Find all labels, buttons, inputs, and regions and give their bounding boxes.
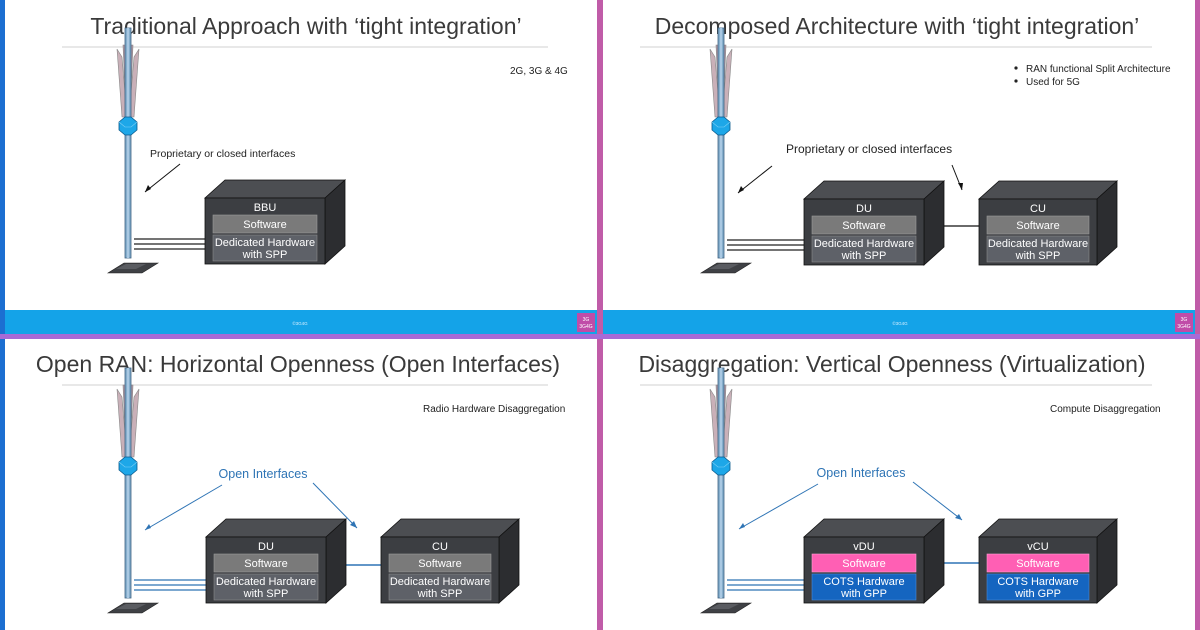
footer-bar-left: ©3G4G 3G 3G4G: [5, 310, 597, 334]
footer-bar-right: ©3G4G 3G 3G4G: [603, 310, 1195, 334]
cu-box: CU Software Dedicated Hardware with SPP: [379, 518, 521, 604]
panel-traditional: Traditional Approach with ‘tight integra…: [62, 13, 568, 274]
software-layer: [986, 553, 1090, 573]
interface-annotation: Proprietary or closed interfaces: [786, 142, 952, 156]
annotation-arrow: [738, 483, 819, 530]
box-label: CU: [432, 541, 448, 553]
software-layer: [811, 215, 917, 235]
copyright-text: ©3G4G: [892, 320, 908, 326]
annotation-arrow: [144, 484, 223, 531]
software-label: Software: [1016, 558, 1059, 570]
hardware-label-line1: COTS Hardware: [997, 576, 1078, 588]
disaggregation-note: Compute Disaggregation: [1050, 404, 1161, 415]
panel-open-ran: Open RAN: Horizontal Openness (Open Inte…: [36, 351, 565, 614]
left-accent-bar: [0, 0, 5, 630]
software-layer: [811, 553, 917, 573]
hardware-label-line1: Dedicated Hardware: [814, 238, 914, 250]
hardware-label-line1: Dedicated Hardware: [215, 237, 315, 249]
box-label: CU: [1030, 203, 1046, 215]
logo-line-2: 3G4G: [579, 324, 592, 330]
hardware-layer: [811, 235, 917, 263]
software-layer: [986, 215, 1090, 235]
logo-line-1: 3G: [1181, 317, 1188, 323]
bullet-dot: [1014, 79, 1018, 83]
hardware-label-line1: COTS Hardware: [823, 576, 904, 588]
hardware-layer: [212, 234, 318, 262]
software-label: Software: [842, 558, 885, 570]
hardware-label-line2: with SPP: [243, 588, 289, 600]
box-label: DU: [856, 203, 872, 215]
hardware-label-line2: with SPP: [841, 250, 887, 262]
copyright-text: ©3G4G: [292, 320, 308, 326]
box-label: BBU: [254, 202, 277, 214]
hardware-label-line2: with SPP: [242, 249, 288, 261]
box-label: DU: [258, 541, 274, 553]
bullet-text: Used for 5G: [1026, 77, 1080, 88]
panel-title: Open RAN: Horizontal Openness (Open Inte…: [36, 351, 560, 377]
software-label: Software: [1016, 220, 1059, 232]
annotation-arrow: [912, 481, 963, 521]
annotation-arrow: [144, 163, 181, 193]
vcu-box: vCU Software COTS Hardware with GPP: [977, 518, 1119, 604]
du-box: DU Software Dedicated Hardware with SPP: [802, 180, 946, 266]
vertical-divider: [597, 0, 603, 630]
bullet-dot: [1014, 66, 1018, 70]
fronthaul-cables: [134, 238, 207, 250]
software-label: Software: [243, 219, 286, 231]
panel-title: Decomposed Architecture with ‘tight inte…: [655, 13, 1140, 39]
annotation-arrow: [737, 165, 773, 194]
hardware-label-line2: with GPP: [840, 588, 887, 600]
box-label: vCU: [1027, 541, 1048, 553]
horizontal-divider: [0, 334, 1200, 339]
fronthaul-cables: [727, 239, 806, 251]
annotation-arrow: [312, 482, 358, 529]
fronthaul-cables: [727, 579, 806, 591]
hardware-layer: [213, 573, 319, 601]
panel-disaggregation: Disaggregation: Vertical Openness (Virtu…: [638, 351, 1161, 614]
box-label: vDU: [853, 541, 874, 553]
logo-line-2: 3G4G: [1177, 324, 1190, 330]
3g4g-logo: [577, 313, 595, 332]
right-accent-bar: [1195, 0, 1200, 630]
interface-annotation: Proprietary or closed interfaces: [150, 148, 295, 160]
software-layer: [388, 553, 492, 573]
fronthaul-cables: [134, 579, 208, 591]
vdu-box: vDU Software COTS Hardware with GPP: [802, 518, 946, 604]
bullet-text: RAN functional Split Architecture: [1026, 64, 1171, 75]
panel-title: Traditional Approach with ‘tight integra…: [90, 13, 521, 39]
3g4g-logo: [1175, 313, 1193, 332]
open-interfaces-annotation: Open Interfaces: [817, 466, 906, 480]
cu-box: CU Software Dedicated Hardware with SPP: [977, 180, 1119, 266]
logo-line-1: 3G: [583, 317, 590, 323]
software-layer: [212, 214, 318, 234]
hardware-label-line1: Dedicated Hardware: [216, 576, 316, 588]
hardware-label-line1: Dedicated Hardware: [988, 238, 1088, 250]
disaggregation-note: Radio Hardware Disaggregation: [423, 404, 565, 415]
generation-note: 2G, 3G & 4G: [510, 66, 568, 77]
software-label: Software: [244, 558, 287, 570]
software-label: Software: [418, 558, 461, 570]
hardware-layer: [811, 573, 917, 601]
hardware-label-line2: with SPP: [417, 588, 463, 600]
panel-decomposed: Decomposed Architecture with ‘tight inte…: [640, 13, 1171, 274]
software-layer: [213, 553, 319, 573]
hardware-layer: [986, 573, 1090, 601]
hardware-label-line1: Dedicated Hardware: [390, 576, 490, 588]
bbu-box: BBU Software Dedicated Hardware with SPP: [203, 179, 347, 265]
du-box: DU Software Dedicated Hardware with SPP: [204, 518, 348, 604]
hardware-layer: [986, 235, 1090, 263]
hardware-layer: [388, 573, 492, 601]
software-label: Software: [842, 220, 885, 232]
hardware-label-line2: with SPP: [1015, 250, 1061, 262]
hardware-label-line2: with GPP: [1014, 588, 1061, 600]
open-interfaces-annotation: Open Interfaces: [219, 467, 308, 481]
panel-title: Disaggregation: Vertical Openness (Virtu…: [638, 351, 1145, 377]
